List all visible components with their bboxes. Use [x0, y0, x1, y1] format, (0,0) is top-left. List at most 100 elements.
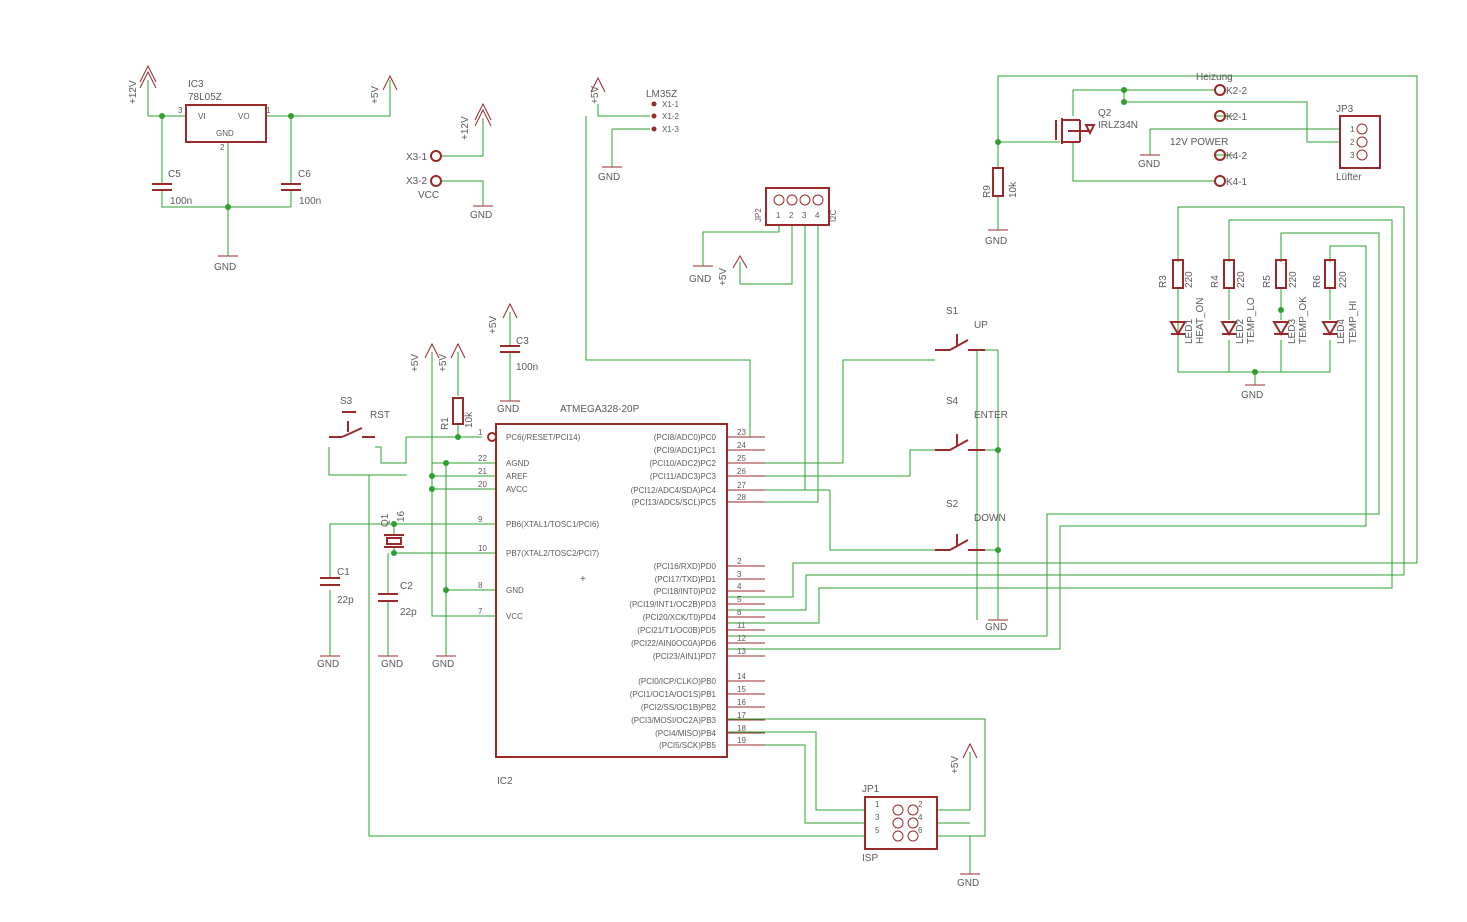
svg-text:GND: GND [214, 262, 236, 273]
svg-text:IC2: IC2 [497, 776, 513, 787]
switch-s2-down: S2 DOWN [935, 499, 1006, 551]
svg-text:+5V: +5V [370, 86, 381, 104]
atmega-pin-number: 2 [737, 557, 742, 566]
atmega-pin-name: (PCI5/SCK)PB5 [659, 741, 716, 750]
svg-text:220: 220 [1236, 271, 1247, 288]
atmega-pin-name: (PCI0/ICP/CLKO)PB0 [638, 677, 716, 686]
svg-text:+5V: +5V [950, 756, 961, 774]
atmega-pin-number: 21 [478, 467, 487, 476]
svg-text:S1: S1 [946, 306, 959, 317]
svg-text:Lüfter: Lüfter [1336, 172, 1362, 183]
atmega-pin-name: (PCI23/AIN1)PD7 [653, 652, 717, 661]
svg-text:+12V: +12V [128, 80, 139, 104]
svg-text:C3: C3 [516, 336, 529, 347]
atmega-pin-number: 7 [478, 607, 483, 616]
capacitor-c6: C6 100n [281, 169, 321, 207]
resistor-r3: R3 220 [1158, 259, 1195, 289]
atmega-pin-name: (PCI4/MISO)PB4 [655, 729, 716, 738]
svg-text:100n: 100n [299, 196, 321, 207]
atmega-pin-name: GND [506, 586, 524, 595]
svg-text:VO: VO [238, 112, 250, 121]
svg-text:+5V: +5V [438, 354, 449, 372]
svg-text:K4-2: K4-2 [1226, 151, 1248, 162]
atmega-pin-name: VCC [506, 612, 523, 621]
atmega-pin-number: 4 [737, 582, 742, 591]
svg-text:GND: GND [1138, 159, 1160, 170]
svg-text:LM35Z: LM35Z [646, 89, 677, 100]
svg-text:RST: RST [370, 410, 390, 421]
svg-text:R6: R6 [1312, 275, 1323, 288]
svg-text:GND: GND [598, 172, 620, 183]
svg-text:2: 2 [220, 143, 225, 152]
svg-text:R9: R9 [982, 185, 993, 198]
svg-text:6: 6 [918, 826, 923, 835]
resistor-r4: R4 220 [1210, 259, 1247, 289]
atmega-pin-number: 23 [737, 428, 746, 437]
led2: LED2 TEMP_LO [1220, 297, 1257, 344]
atmega-pin-number: 27 [737, 481, 746, 490]
atmega-pin-name: AGND [506, 459, 529, 468]
svg-text:GND: GND [317, 659, 339, 670]
atmega-pin-number: 3 [737, 570, 742, 579]
svg-text:16: 16 [396, 510, 407, 522]
atmega-pin-number: 11 [737, 621, 746, 630]
svg-text:ENTER: ENTER [974, 410, 1008, 421]
svg-text:4: 4 [815, 211, 820, 220]
atmega-pin-number: 18 [737, 724, 746, 733]
capacitor-c2: C2 22p [378, 581, 417, 618]
svg-text:TEMP_HI: TEMP_HI [1348, 301, 1359, 344]
atmega-pin-name: PB6(XTAL1/TOSC1/PCI6) [506, 520, 599, 529]
svg-text:12V POWER: 12V POWER [1170, 137, 1228, 148]
ic2-atmega328: ATMEGA328-20P IC2 + PC6(/RESET/PCI14)1AG… [478, 404, 765, 787]
atmega-pin-name: (PCI13/ADC5/SCL)PC5 [632, 498, 717, 507]
svg-text:K2-1: K2-1 [1226, 112, 1248, 123]
atmega-pin-number: 19 [737, 736, 746, 745]
svg-text:GND: GND [497, 404, 519, 415]
svg-text:UP: UP [974, 320, 988, 331]
svg-text:3: 3 [178, 106, 183, 115]
svg-text:LED1: LED1 [1184, 319, 1195, 344]
svg-text:10k: 10k [1008, 181, 1019, 198]
svg-text:+: + [580, 574, 586, 585]
atmega-pin-name: (PCI20/XCK/T0)PD4 [643, 613, 717, 622]
svg-text:+5V: +5V [410, 354, 421, 372]
header-jp1-isp: JP1 ISP 1 3 5 2 4 6 [862, 784, 938, 864]
atmega-pin-name: PC6(/RESET/PCI14) [506, 433, 581, 442]
capacitor-c5: C5 100n [152, 169, 192, 207]
atmega-pin-number: 6 [737, 608, 742, 617]
svg-text:IRLZ34N: IRLZ34N [1098, 120, 1138, 131]
atmega-pin-name: (PCI3/MOSI/OC2A)PB3 [631, 716, 716, 725]
svg-text:LED3: LED3 [1287, 319, 1298, 344]
svg-text:K2-2: K2-2 [1226, 86, 1248, 97]
atmega-pin-number: 1 [478, 428, 483, 437]
atmega-pin-number: 28 [737, 493, 746, 502]
atmega-pin-number: 8 [478, 581, 483, 590]
atmega-pin-number: 26 [737, 467, 746, 476]
svg-text:2: 2 [918, 800, 923, 809]
atmega-pin-number: 10 [478, 544, 487, 553]
resistor-r1: R1 10k [440, 397, 475, 430]
atmega-pin-name: (PCI1/OC1A/OC1S)PB1 [630, 690, 717, 699]
atmega-pin-name: (PCI21/T1/OC0B)PD5 [637, 626, 716, 635]
atmega-pin-name: (PCI8/ADC0)PC0 [654, 433, 717, 442]
svg-text:S4: S4 [946, 396, 959, 407]
svg-text:Q1: Q1 [380, 513, 391, 527]
atmega-pin-number: 15 [737, 685, 746, 694]
svg-text:TEMP_OK: TEMP_OK [1298, 296, 1309, 344]
svg-text:LED2: LED2 [1235, 319, 1246, 344]
svg-text:JP1: JP1 [862, 784, 880, 795]
svg-text:GND: GND [470, 210, 492, 221]
svg-text:DOWN: DOWN [974, 513, 1006, 524]
svg-text:3: 3 [875, 813, 880, 822]
atmega-pin-name: AVCC [506, 485, 528, 494]
atmega-pin-name: PB7(XTAL2/TOSC2/PCI7) [506, 549, 599, 558]
atmega-left-pins: PC6(/RESET/PCI14)1AGND22AREF21AVCC20PB6(… [478, 428, 599, 621]
atmega-pin-number: 25 [737, 454, 746, 463]
svg-text:1: 1 [1350, 125, 1355, 134]
led1: LED1 HEAT_ON [1169, 298, 1206, 344]
supply-symbols: +12V +5V +12V +5V +5V +5V +5V +5V +5V GN… [128, 64, 1265, 889]
atmega-pin-name: (PCI17/TXD)PD1 [655, 575, 717, 584]
svg-text:+5V: +5V [488, 316, 499, 334]
svg-text:220: 220 [1184, 271, 1195, 288]
switch-s1-up: S1 UP [935, 306, 988, 351]
